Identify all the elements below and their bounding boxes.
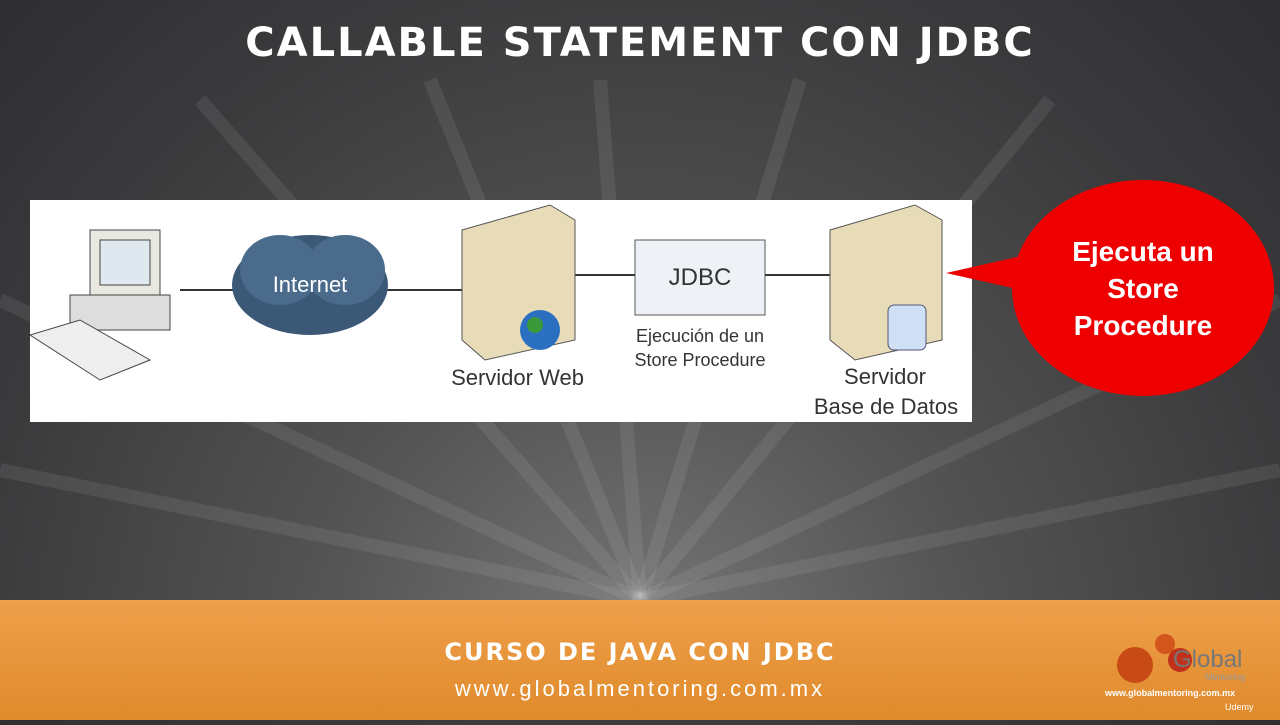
udemy-label: Udemy [1225,702,1254,712]
architecture-diagram: Internet Servidor Web JDBC Ejecución de … [30,200,972,422]
logo-sub: Mentoring [1205,672,1246,682]
internet-label: Internet [272,272,348,297]
callout-line: Procedure [1073,309,1213,341]
footer-url: www.globalmentoring.com.mx [454,676,826,701]
slide-title: CALLABLE STATEMENT CON JDBC [245,20,1035,66]
global-mentoring-logo: Global Mentoring www.globalmentoring.com… [1105,630,1265,720]
db-server-icon [829,204,943,361]
footer: CURSO DE JAVA CON JDBC www.globalmentori… [0,600,1280,720]
cloud-icon [232,235,388,335]
jdbc-box [634,239,766,316]
jdbc-label: JDBC [668,264,732,291]
computer-icon [30,229,171,381]
web-server-icon [461,204,576,361]
callout-line: Store [1107,272,1179,304]
callout-line: Ejecuta un [1072,235,1214,267]
db-server-label-2: Base de Datos [813,394,959,419]
db-server-label-1: Servidor [844,364,926,389]
web-server-label: Servidor Web [451,365,584,390]
logo-brand: Global [1173,646,1243,673]
logo-url: www.globalmentoring.com.mx [1105,688,1236,698]
jdbc-caption: Ejecución de un Store Procedure [634,326,766,370]
course-title: CURSO DE JAVA CON JDBC [444,638,836,666]
